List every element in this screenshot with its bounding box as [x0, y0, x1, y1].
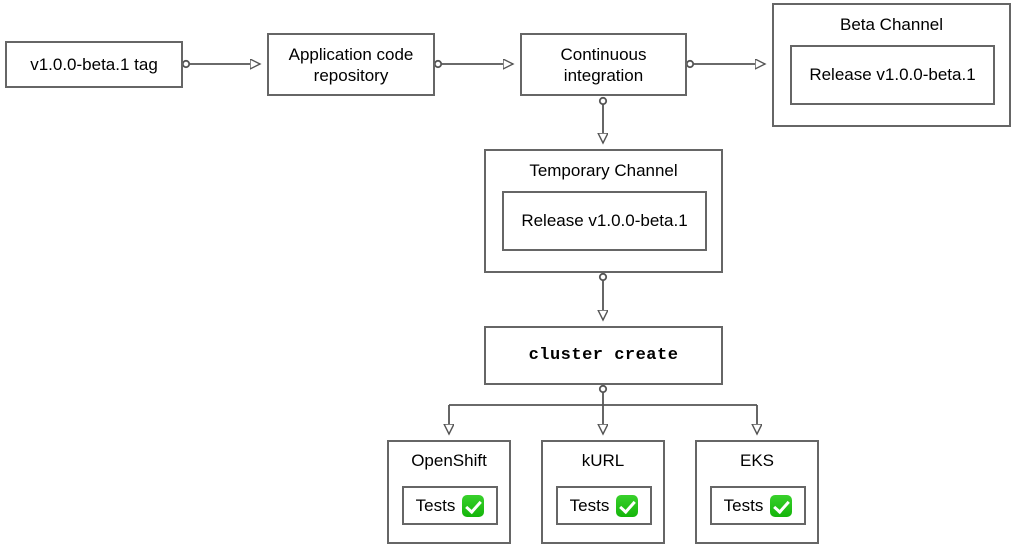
node-cluster-create[interactable]: cluster create — [484, 326, 723, 385]
edge-source-dot — [598, 272, 608, 282]
target-eks-tests-box[interactable]: Tests — [710, 486, 806, 525]
target-openshift-tests-label: Tests — [415, 495, 456, 515]
node-continuous-integration-label: Continuous integration — [560, 44, 647, 85]
target-kurl-tests-label: Tests — [569, 495, 610, 515]
edge-source-dot — [598, 96, 608, 106]
node-cluster-create-label: cluster create — [528, 346, 679, 365]
temporary-channel-release-label: Release v1.0.0-beta.1 — [521, 211, 688, 230]
container-target-eks[interactable]: EKS Tests — [695, 440, 819, 544]
target-openshift-tests-box[interactable]: Tests — [402, 486, 498, 525]
container-temporary-channel[interactable]: Temporary Channel Release v1.0.0-beta.1 — [484, 149, 723, 273]
green-check-icon — [770, 494, 793, 517]
container-target-kurl[interactable]: kURL Tests — [541, 440, 665, 544]
node-version-tag-label: v1.0.0-beta.1 tag — [30, 55, 158, 74]
target-eks-tests-label: Tests — [723, 495, 764, 515]
target-kurl-title: kURL — [581, 451, 625, 470]
target-kurl-tests-box[interactable]: Tests — [556, 486, 652, 525]
edge-source-dot — [598, 384, 608, 394]
node-application-code-repository[interactable]: Application code repository — [267, 33, 435, 96]
container-beta-channel-title: Beta Channel — [839, 15, 944, 34]
green-check-icon — [616, 494, 639, 517]
temporary-channel-release-box[interactable]: Release v1.0.0-beta.1 — [502, 191, 707, 251]
target-eks-title: EKS — [739, 451, 775, 470]
beta-channel-release-box[interactable]: Release v1.0.0-beta.1 — [790, 45, 995, 105]
beta-channel-release-label: Release v1.0.0-beta.1 — [809, 65, 976, 84]
green-check-icon — [462, 494, 485, 517]
container-temporary-channel-title: Temporary Channel — [529, 161, 678, 180]
container-target-openshift[interactable]: OpenShift Tests — [387, 440, 511, 544]
node-application-code-repository-label: Application code repository — [288, 44, 414, 85]
edge-source-dot — [181, 59, 191, 69]
target-openshift-title: OpenShift — [411, 451, 487, 470]
node-version-tag[interactable]: v1.0.0-beta.1 tag — [5, 41, 183, 88]
edge-source-dot — [433, 59, 443, 69]
edge-source-dot — [685, 59, 695, 69]
node-continuous-integration[interactable]: Continuous integration — [520, 33, 687, 96]
container-beta-channel[interactable]: Beta Channel Release v1.0.0-beta.1 — [772, 3, 1011, 127]
